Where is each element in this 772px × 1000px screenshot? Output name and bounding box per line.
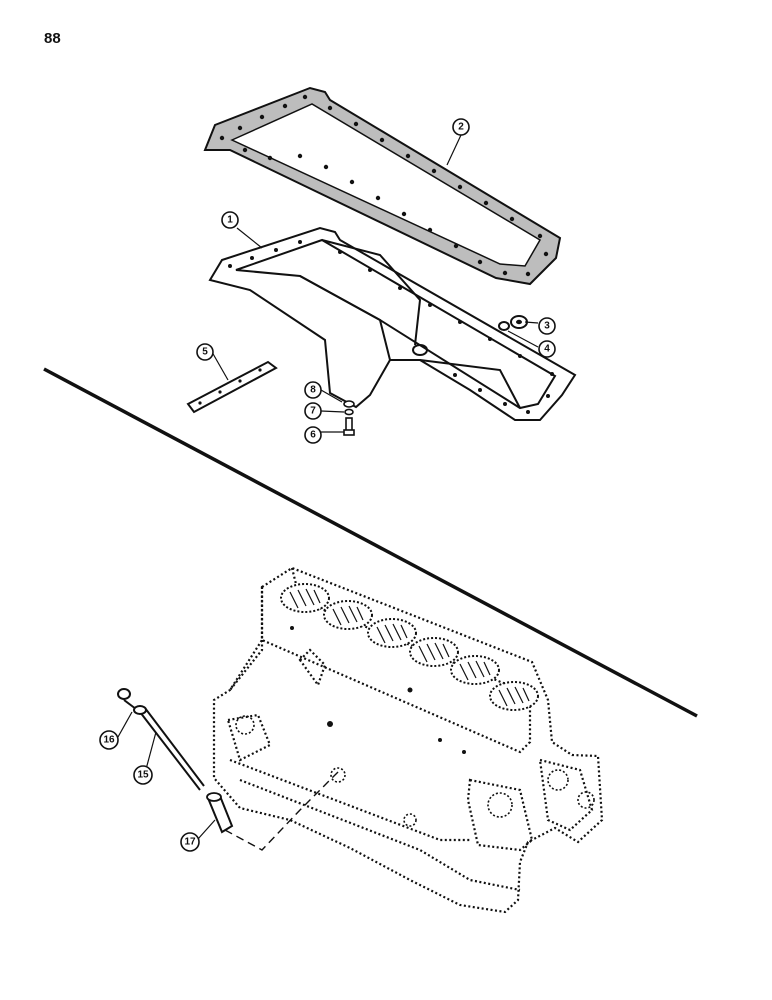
- flat-washer: [343, 400, 355, 408]
- svg-text:17: 17: [184, 837, 196, 848]
- dipstick-tube: [206, 769, 341, 851]
- callout-8: 8: [304, 381, 322, 399]
- callout-17: 17: [180, 832, 200, 852]
- callout-3: 3: [538, 317, 556, 335]
- svg-text:16: 16: [103, 735, 115, 746]
- lock-washer: [344, 408, 354, 416]
- svg-text:15: 15: [137, 770, 149, 781]
- callout-4: 4: [538, 340, 556, 358]
- svg-text:1: 1: [227, 215, 233, 226]
- svg-text:2: 2: [458, 122, 464, 133]
- svg-text:4: 4: [544, 344, 550, 355]
- bolt: [343, 417, 355, 436]
- callout-5: 5: [196, 343, 214, 361]
- callout-6: 6: [304, 426, 322, 444]
- engine-block: [212, 566, 604, 914]
- drain-plug: [510, 315, 528, 329]
- page-number: 88: [44, 30, 61, 47]
- section-divider: [43, 367, 698, 718]
- svg-text:6: 6: [310, 430, 316, 441]
- svg-text:5: 5: [202, 347, 208, 358]
- callout-7: 7: [304, 402, 322, 420]
- callout-15: 15: [133, 765, 153, 785]
- dipstick: [117, 688, 205, 791]
- callout-1: 1: [221, 211, 239, 229]
- callout-16: 16: [99, 730, 119, 750]
- svg-text:8: 8: [310, 385, 316, 396]
- callout-2: 2: [452, 118, 470, 136]
- svg-text:3: 3: [544, 321, 550, 332]
- baffle-strap: [186, 360, 278, 414]
- svg-text:7: 7: [310, 406, 316, 417]
- oil-pan: [208, 226, 577, 421]
- drain-plug-washer: [498, 321, 510, 331]
- oil-pan-gasket: [203, 86, 562, 286]
